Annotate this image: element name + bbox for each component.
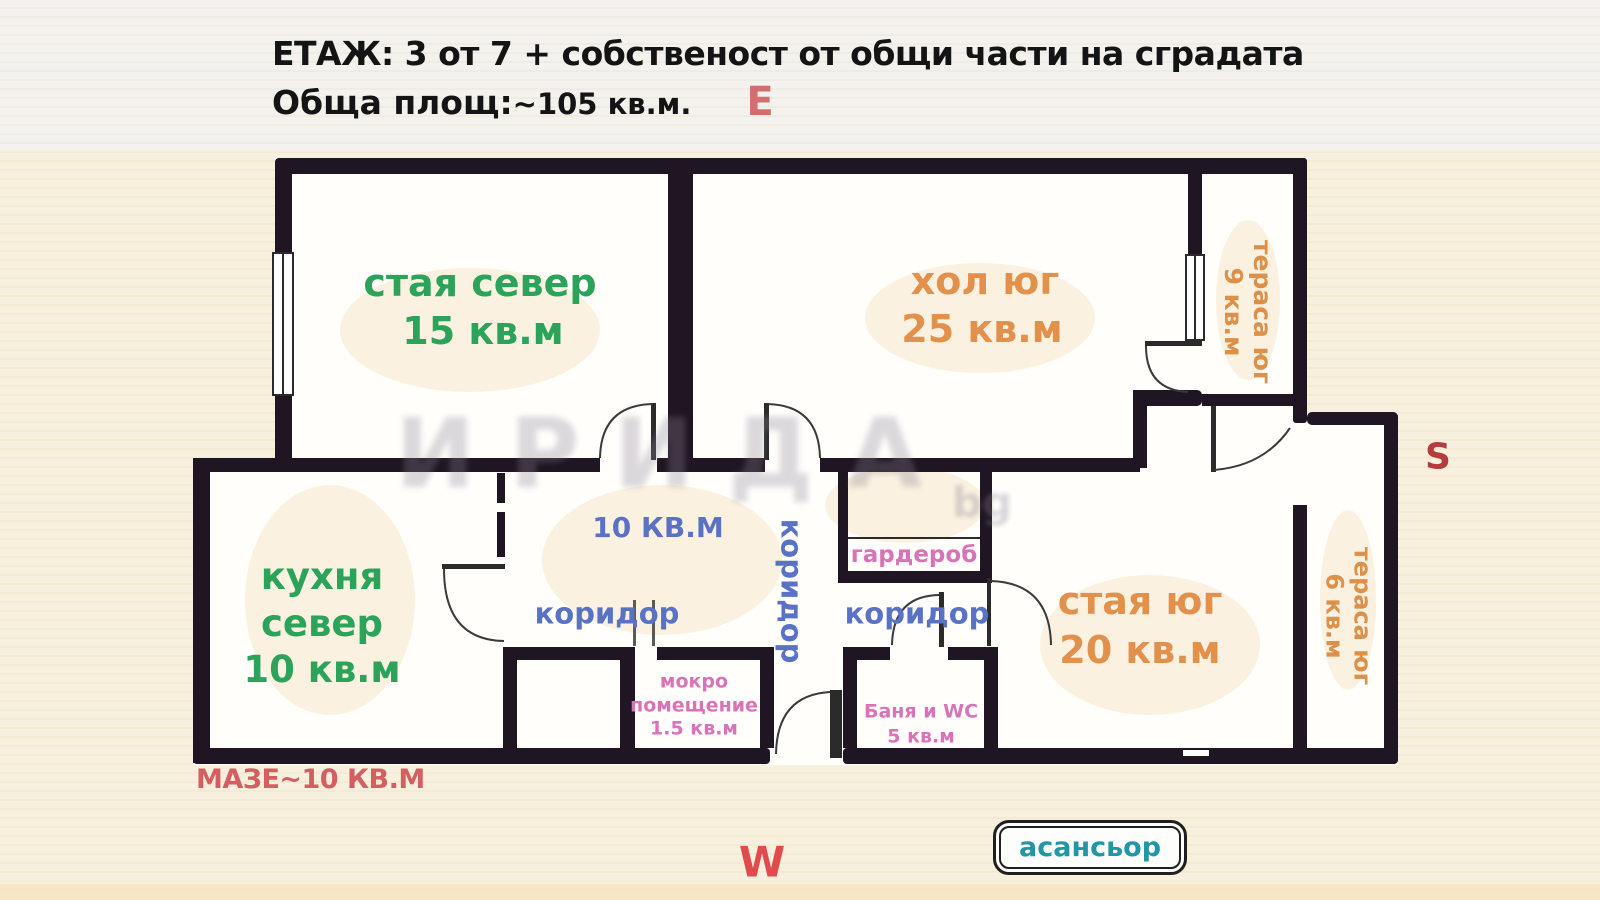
label-koridor-right: коридор [844, 596, 990, 631]
label-staya-sever-name: стая север [363, 261, 597, 306]
label-hol-yug-area: 25 кв.м [901, 307, 1063, 352]
door-banya [891, 592, 944, 647]
label-hall-10: 10 КВ.М [592, 511, 724, 545]
label-terasa-yug-6: тераса юг 6 кв.м [1320, 546, 1377, 686]
label-kuhnya-area: 10 кв.м [243, 647, 401, 691]
label-mokro-line1: мокро [659, 670, 729, 693]
floor-ownership-note: собственост от общи части на сградата [550, 34, 1305, 73]
label-terasa-yug-9: тераса юг 9 кв.м [1218, 240, 1277, 384]
walls [193, 158, 1398, 764]
compass-east: E [746, 79, 774, 125]
label-kuhnya-line1: кухня [260, 554, 384, 598]
window-terasa-9 [1185, 254, 1205, 341]
label-terasa-yug-6-name: тераса юг [1348, 546, 1377, 686]
label-terasa-yug-9-name: тераса юг [1247, 240, 1277, 384]
bottom-edge-strip [0, 884, 1600, 900]
label-banya-area: 5 кв.м [887, 725, 955, 748]
total-area-value: ~105 кв.м. [512, 87, 692, 121]
compass-west: W [738, 837, 786, 887]
plan-header: ЕТАЖ: 3 от 7 + собственост от общи части… [272, 34, 1304, 122]
floor-info-line: ЕТАЖ: 3 от 7 + собственост от общи части… [272, 34, 1304, 73]
floor-number: ЕТАЖ: 3 от 7 + [272, 34, 551, 73]
window-staya-sever [272, 252, 294, 396]
label-terasa-yug-9-area: 9 кв.м [1219, 267, 1248, 357]
door-mokro [633, 600, 655, 646]
elevator-badge: асансьор [993, 820, 1188, 875]
door-terasa-9 [1145, 341, 1202, 393]
total-area-label: Обща площ: [272, 83, 513, 122]
door-hol-yug [764, 403, 821, 460]
door-terasa-6 [1211, 406, 1291, 472]
door-staya-yug [987, 578, 1052, 646]
entrance-door [775, 690, 842, 758]
label-koridor-vertical: коридор [774, 518, 809, 664]
label-mokro-area: 1.5 кв.м [650, 717, 738, 740]
label-koridor-left: коридор [534, 596, 680, 631]
label-kuhnya-line2: север [260, 601, 384, 645]
label-staya-sever-area: 15 кв.м [402, 309, 564, 354]
label-mokro-line2: помещение [630, 694, 758, 717]
label-staya-yug-area: 20 кв.м [1059, 628, 1221, 673]
label-hol-yug-name: хол юг [910, 259, 1060, 304]
label-banya-name: Баня и WC [863, 700, 979, 723]
label-staya-yug-name: стая юг [1057, 579, 1223, 624]
label-garderob: гардероб [850, 542, 978, 569]
header-background [0, 0, 1600, 150]
elevator-label: асансьор [999, 826, 1182, 869]
total-area-line: Обща площ:~105 кв.м. [272, 83, 1304, 122]
door-kuhnya [442, 564, 505, 642]
door-staya-sever [599, 403, 656, 460]
maze-basement-note: МАЗЕ~10 КВ.М [196, 764, 425, 795]
compass-south: S [1425, 436, 1451, 478]
room-floors [193, 158, 1398, 765]
label-terasa-yug-6-area: 6 кв.м [1321, 573, 1349, 659]
